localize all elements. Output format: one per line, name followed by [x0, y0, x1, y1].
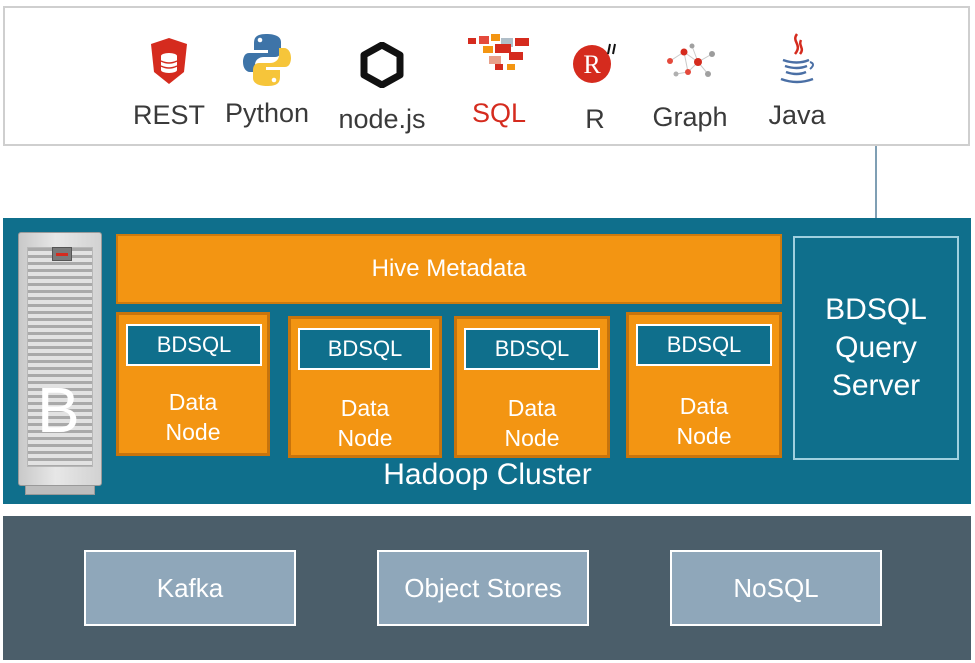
nodejs-hexagon-icon — [360, 41, 404, 93]
data-node: BDSQL Data Node — [116, 312, 270, 456]
bdsql-badge: BDSQL — [636, 324, 772, 366]
client-python: Python — [219, 8, 315, 148]
client-interfaces-panel: REST Python node.js — [3, 6, 970, 146]
client-r: R R — [563, 8, 627, 148]
data-node-line2: Node — [676, 423, 732, 449]
data-node-label: Data Node — [457, 393, 607, 453]
hadoop-cluster-label: Hadoop Cluster — [383, 458, 592, 491]
query-server-line3: Server — [831, 369, 921, 402]
bdsql-badge: BDSQL — [126, 324, 262, 366]
client-label: R — [585, 104, 605, 134]
query-server-line2: Query — [835, 331, 917, 364]
client-label: REST — [132, 100, 206, 130]
client-label: Graph — [652, 102, 728, 132]
storage-object-stores: Object Stores — [377, 550, 589, 626]
data-node-line2: Node — [337, 425, 393, 451]
storage-kafka: Kafka — [84, 550, 296, 626]
data-node-line1: Data — [679, 393, 729, 419]
data-node-line1: Data — [168, 389, 218, 415]
data-node: BDSQL Data Node — [626, 312, 782, 458]
client-rest: REST — [131, 8, 207, 148]
data-node-label: Data Node — [629, 391, 779, 451]
sql-blocks-icon — [467, 34, 531, 79]
data-node-line2: Node — [165, 419, 221, 445]
client-graph: Graph — [645, 8, 735, 148]
client-java: Java — [757, 8, 837, 148]
data-node: BDSQL Data Node — [454, 316, 610, 458]
r-logo-icon: R — [570, 40, 620, 89]
python-icon — [242, 32, 292, 93]
data-node-line2: Node — [504, 425, 560, 451]
client-sql: SQL — [461, 8, 537, 148]
data-node-label: Data Node — [119, 387, 267, 447]
client-label: Python — [224, 98, 310, 128]
client-label: node.js — [338, 104, 426, 134]
svg-text:R: R — [583, 50, 601, 79]
rack-grille — [27, 247, 93, 467]
data-node-line1: Data — [507, 395, 557, 421]
data-node-line1: Data — [340, 395, 390, 421]
rest-shield-icon — [149, 36, 189, 91]
rack-badge — [52, 247, 72, 261]
bdsql-query-server: BDSQL Query Server — [793, 236, 959, 460]
client-label-sql: SQL — [471, 98, 527, 128]
rack-foot — [25, 485, 95, 495]
bdsql-badge: BDSQL — [298, 328, 432, 370]
client-label: Java — [768, 100, 826, 130]
data-node-label: Data Node — [291, 393, 439, 453]
rack-letter: B — [37, 374, 80, 446]
graph-network-icon — [662, 42, 718, 85]
hive-metadata: Hive Metadata — [116, 234, 782, 304]
data-node: BDSQL Data Node — [288, 316, 442, 458]
server-rack-icon: B — [18, 232, 102, 495]
query-server-line1: BDSQL — [825, 293, 927, 326]
java-cup-icon — [777, 32, 817, 93]
client-nodejs: node.js — [327, 8, 437, 148]
bdsql-badge: BDSQL — [464, 328, 600, 370]
storage-nosql: NoSQL — [670, 550, 882, 626]
query-server-connector — [875, 146, 877, 236]
